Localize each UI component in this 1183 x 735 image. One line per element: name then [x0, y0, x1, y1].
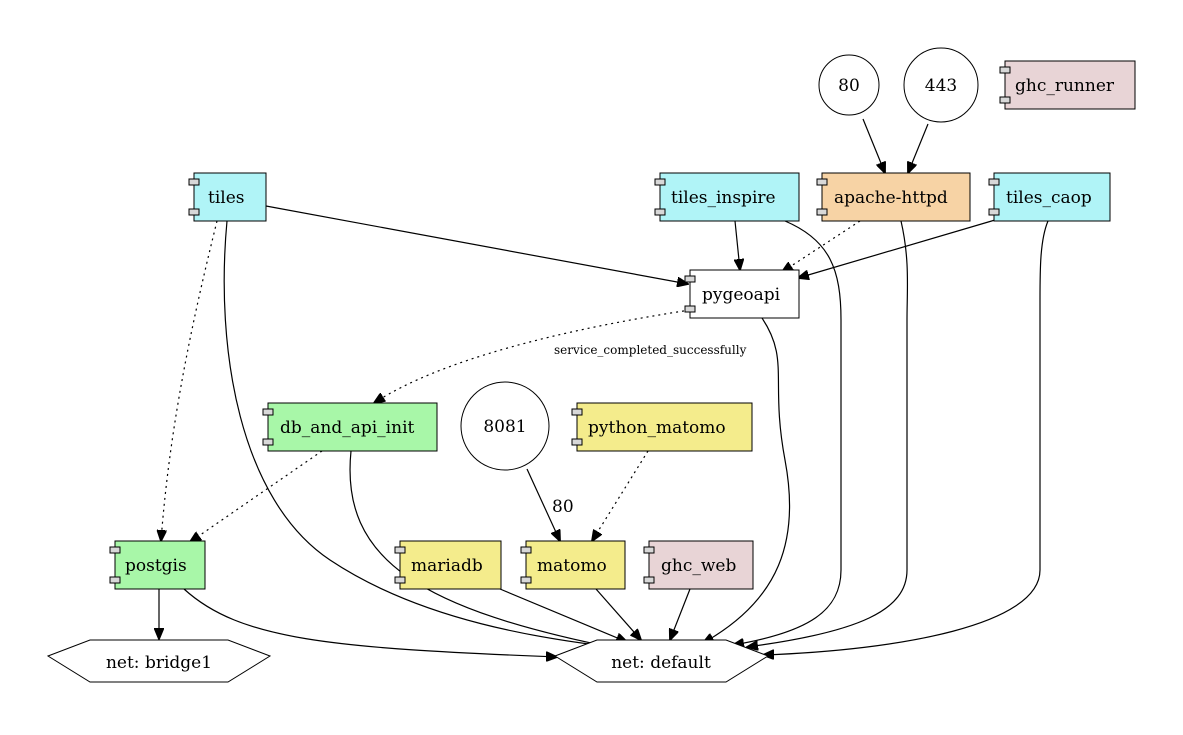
service-ghc-web-label: ghc_web: [661, 556, 736, 576]
service-apache-httpd: apache-httpd: [816, 172, 971, 222]
port-443: 443: [903, 47, 979, 123]
port-443-label: 443: [925, 76, 957, 96]
network-bridge1-label: net: bridge1: [106, 653, 212, 673]
edge-tiles-pygeoapi: [265, 205, 688, 284]
service-matomo: matomo: [520, 540, 626, 590]
edge-port443-apache: [908, 123, 929, 173]
network-default: net: default: [553, 639, 770, 683]
network-default-label: net: default: [611, 653, 711, 673]
edge-postgis-default: [183, 588, 557, 657]
service-tiles-inspire-label: tiles_inspire: [671, 188, 776, 208]
service-matomo-label: matomo: [537, 556, 607, 576]
service-db-and-api-init-label: db_and_api_init: [280, 418, 415, 438]
service-ghc-runner-label: ghc_runner: [1015, 76, 1115, 96]
service-python-matomo: python_matomo: [571, 402, 753, 452]
edge-label-service-completed: service_completed_successfully: [554, 343, 747, 357]
service-mariadb-label: mariadb: [411, 556, 483, 576]
edge-python-matomo-matomo: [592, 450, 649, 541]
service-tiles-label: tiles: [208, 188, 245, 208]
service-pygeoapi-label: pygeoapi: [702, 285, 781, 305]
edge-tiles-caop-pygeoapi: [798, 219, 996, 278]
edge-tiles-inspire-pygeoapi: [735, 220, 740, 270]
service-tiles-inspire: tiles_inspire: [654, 172, 800, 222]
service-db-and-api-init: db_and_api_init: [262, 402, 438, 452]
edge-tiles-postgis: [161, 220, 218, 541]
edge-matomo-default: [595, 588, 641, 640]
service-mariadb: mariadb: [394, 540, 502, 590]
port-8081: 8081: [460, 381, 550, 471]
service-tiles: tiles: [188, 172, 267, 222]
edge-tilescaop-default: [763, 220, 1049, 655]
port-80: 80: [818, 54, 880, 116]
edge-port8081-matomo: [526, 468, 560, 541]
service-pygeoapi: pygeoapi: [684, 269, 800, 319]
edge-pygeoapi-default: [703, 317, 791, 643]
service-postgis: postgis: [109, 540, 206, 590]
service-postgis-label: postgis: [125, 556, 187, 576]
edge-tilesinspire-default: [733, 220, 842, 645]
service-apache-httpd-label: apache-httpd: [834, 188, 948, 208]
edges: [159, 118, 1049, 657]
edge-dbinit-postgis: [190, 450, 323, 542]
edge-port80-apache: [862, 118, 885, 173]
port-80-label: 80: [838, 76, 860, 96]
service-ghc-web: ghc_web: [643, 540, 754, 590]
edge-ghcweb-default: [670, 588, 691, 640]
service-tiles-caop-label: tiles_caop: [1006, 188, 1092, 208]
service-python-matomo-label: python_matomo: [588, 418, 726, 438]
edge-label-port80: 80: [552, 497, 574, 517]
edge-apache-default: [747, 220, 909, 647]
edge-mariadb-default: [499, 588, 627, 642]
service-tiles-caop: tiles_caop: [988, 172, 1111, 222]
port-8081-label: 8081: [483, 417, 526, 437]
service-ghc-runner: ghc_runner: [999, 60, 1136, 110]
network-bridge1: net: bridge1: [46, 639, 272, 683]
edge-tiles-default: [223, 220, 640, 650]
